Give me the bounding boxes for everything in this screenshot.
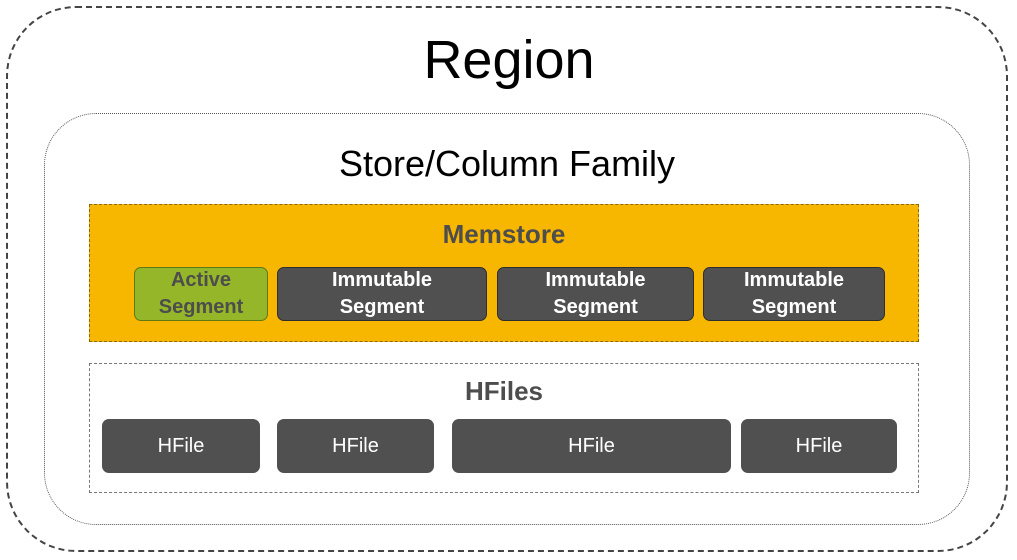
memstore-title: Memstore: [442, 219, 566, 249]
hfiles-title: HFiles: [464, 376, 544, 406]
store-container: Store/Column Family Memstore Active Segm…: [44, 113, 970, 525]
immutable-segment: Immutable Segment: [703, 267, 885, 321]
hfile-block: HFile: [741, 419, 897, 473]
region-container: Region Store/Column Family Memstore Acti…: [6, 6, 1008, 552]
hfile-block: HFile: [102, 419, 260, 473]
active-segment: Active Segment: [134, 267, 268, 321]
store-title: Store/Column Family: [338, 143, 676, 184]
immutable-segment: Immutable Segment: [277, 267, 487, 321]
hfiles-box: HFiles HFile HFile HFile HFile: [89, 363, 919, 493]
region-title: Region: [423, 30, 595, 90]
memstore-box: Memstore Active Segment Immutable Segmen…: [89, 204, 919, 342]
immutable-segment: Immutable Segment: [497, 267, 694, 321]
hfile-block: HFile: [277, 419, 434, 473]
hfile-block: HFile: [452, 419, 731, 473]
